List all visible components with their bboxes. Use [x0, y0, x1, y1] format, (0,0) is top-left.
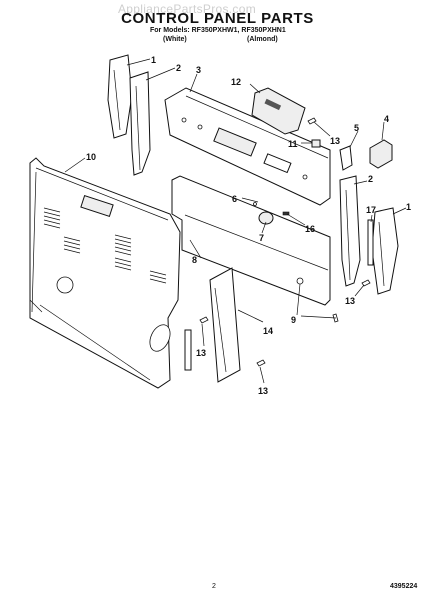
callout-2-left: 2 [176, 63, 181, 73]
callout-numbers: 1 2 3 4 5 6 7 8 9 10 11 12 13 14 16 17 2… [86, 55, 411, 396]
part-14-side-shield [184, 267, 241, 383]
part-1-left-end-cap [107, 54, 133, 139]
screws-13-9 [199, 117, 371, 367]
part-10-back-panel [29, 157, 181, 389]
callout-4: 4 [384, 114, 389, 124]
callout-8: 8 [192, 255, 197, 265]
callout-16: 16 [305, 224, 315, 234]
model-numbers: For Models: RF350PXHW1, RF350PXHN1 [150, 27, 286, 34]
page-title: CONTROL PANEL PARTS [121, 10, 314, 27]
callout-17: 17 [366, 205, 376, 215]
callout-13-top: 13 [330, 136, 340, 146]
callout-1-right: 1 [406, 202, 411, 212]
callout-13-left: 13 [196, 348, 206, 358]
callout-6: 6 [232, 194, 237, 204]
document-number: 4395224 [390, 583, 418, 590]
variant-white: (White) [163, 36, 187, 43]
callout-13-bottom: 13 [258, 386, 268, 396]
part-4-terminal-block [369, 139, 393, 169]
callout-9: 9 [291, 315, 296, 325]
part-17-rod [367, 219, 374, 266]
callout-5: 5 [354, 123, 359, 133]
page-number: 2 [212, 583, 216, 590]
part-2-left-bracket [129, 71, 151, 176]
callout-2-right: 2 [368, 174, 373, 184]
part-8-console-bracket [171, 175, 331, 306]
variant-almond: (Almond) [247, 36, 278, 43]
part-11-switch [311, 139, 321, 148]
part-5-clip [339, 145, 353, 171]
callout-11: 11 [288, 139, 298, 149]
callout-1-left: 1 [151, 55, 156, 65]
part-1-right-end-cap [371, 207, 399, 295]
watermark: AppliancePartsPros.com [118, 2, 256, 16]
part-3-control-panel [164, 87, 331, 206]
callout-13-right: 13 [345, 296, 355, 306]
callout-leaders [64, 58, 407, 384]
part-12-display [251, 87, 306, 135]
part-2-right-bracket [339, 175, 361, 287]
callout-7: 7 [259, 233, 264, 243]
callout-10: 10 [86, 152, 96, 162]
callout-3: 3 [196, 65, 201, 75]
callout-14: 14 [263, 326, 273, 336]
callout-12: 12 [231, 77, 241, 87]
